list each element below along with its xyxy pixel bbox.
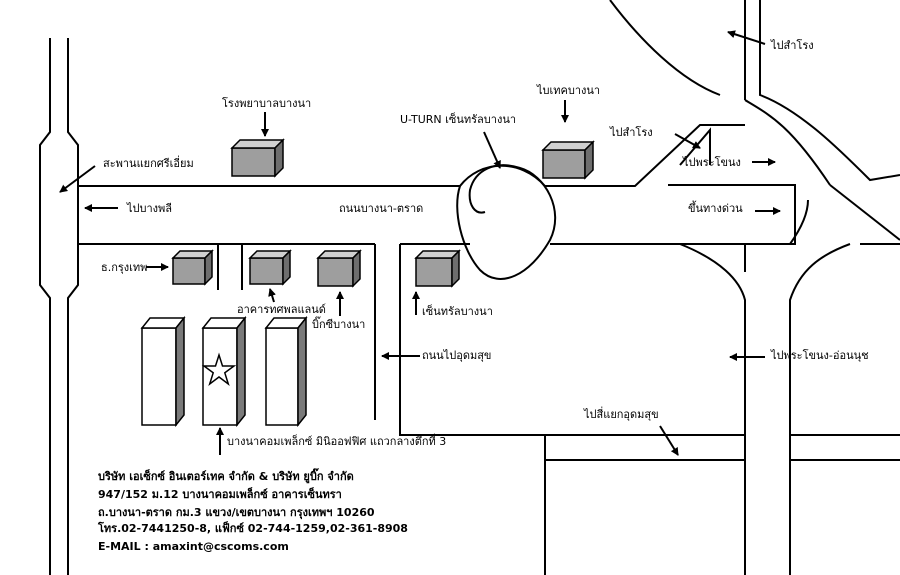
label-thosaphol-land: อาคารทศพลแลนด์: [237, 303, 326, 316]
arrow-bridge: [59, 165, 96, 193]
tower-1: [140, 315, 186, 428]
company-address-2: ถ.บางนา-ตราด กม.3 แขวง/เขตบางนา กรุงเทพฯ…: [98, 506, 375, 519]
company-phone: โทร.02-7441250-8, แฟ็กซ์ 02-744-1259,02-…: [98, 522, 408, 535]
label-to-samrong-top: ไปสำโรง: [771, 39, 814, 52]
arrow-samrong-mid: [674, 133, 701, 149]
bigc-building: [316, 249, 362, 288]
label-bangkok-bank: ธ.กรุงเทพ: [101, 261, 148, 274]
label-expressway: ขึ้นทางด่วน: [688, 202, 743, 215]
label-bitec: ไบเทคบางนา: [537, 84, 601, 97]
label-hospital: โรงพยาบาลบางนา: [222, 97, 312, 110]
label-to-samrong-mid: ไปสำโรง: [610, 126, 653, 139]
bank-building: [171, 249, 214, 286]
central-building: [414, 249, 461, 288]
star-icon: [201, 352, 237, 387]
label-central-bangna: เซ็นทรัลบางนา: [422, 305, 493, 318]
arrow-samrong-top: [727, 30, 766, 45]
company-name: บริษัท เอเซ็กซ์ อินเตอร์เทค จำกัด & บริษ…: [98, 470, 354, 483]
label-to-phrakhanong-onnut: ไปพระโขนง-อ่อนนุช: [771, 349, 869, 362]
bitec-building: [541, 140, 595, 180]
company-email[interactable]: E-MAIL : amaxint@cscoms.com: [98, 540, 289, 553]
arrow-thosaphol: [268, 288, 276, 303]
label-bangna-complex: บางนาคอมเพล็กซ์ มินิออฟฟิศ แถวกลางตึกที่…: [227, 435, 447, 448]
label-to-udomsuk-junction: ไปสี่แยกอุดมสุข: [584, 408, 659, 421]
arrow-uturn: [483, 131, 501, 169]
hospital-building: [230, 138, 285, 178]
label-to-bangphli: ไปบางพลี: [127, 202, 173, 215]
arrows: [59, 30, 781, 456]
label-bigc: บิ๊กซีบางนา: [312, 318, 366, 331]
arrow-udomsuk-junction: [659, 425, 679, 456]
company-address-1: 947/152 ม.12 บางนาคอมเพล็กซ์ อาคารเซ็นทร…: [98, 488, 342, 501]
label-road-bangna-trad: ถนนบางนา-ตราด: [339, 202, 424, 215]
label-uturn: U-TURN เซ็นทรัลบางนา: [400, 113, 517, 126]
label-to-phrakhanong: ไปพระโขนง: [683, 156, 741, 169]
label-udomsuk-road: ถนนไปอุดมสุข: [422, 349, 492, 362]
thosaphol-building: [248, 249, 292, 286]
tower-3: [264, 315, 308, 428]
label-bridge: สะพานแยกศรีเอี่ยม: [103, 157, 194, 170]
roads: [39, 0, 900, 575]
